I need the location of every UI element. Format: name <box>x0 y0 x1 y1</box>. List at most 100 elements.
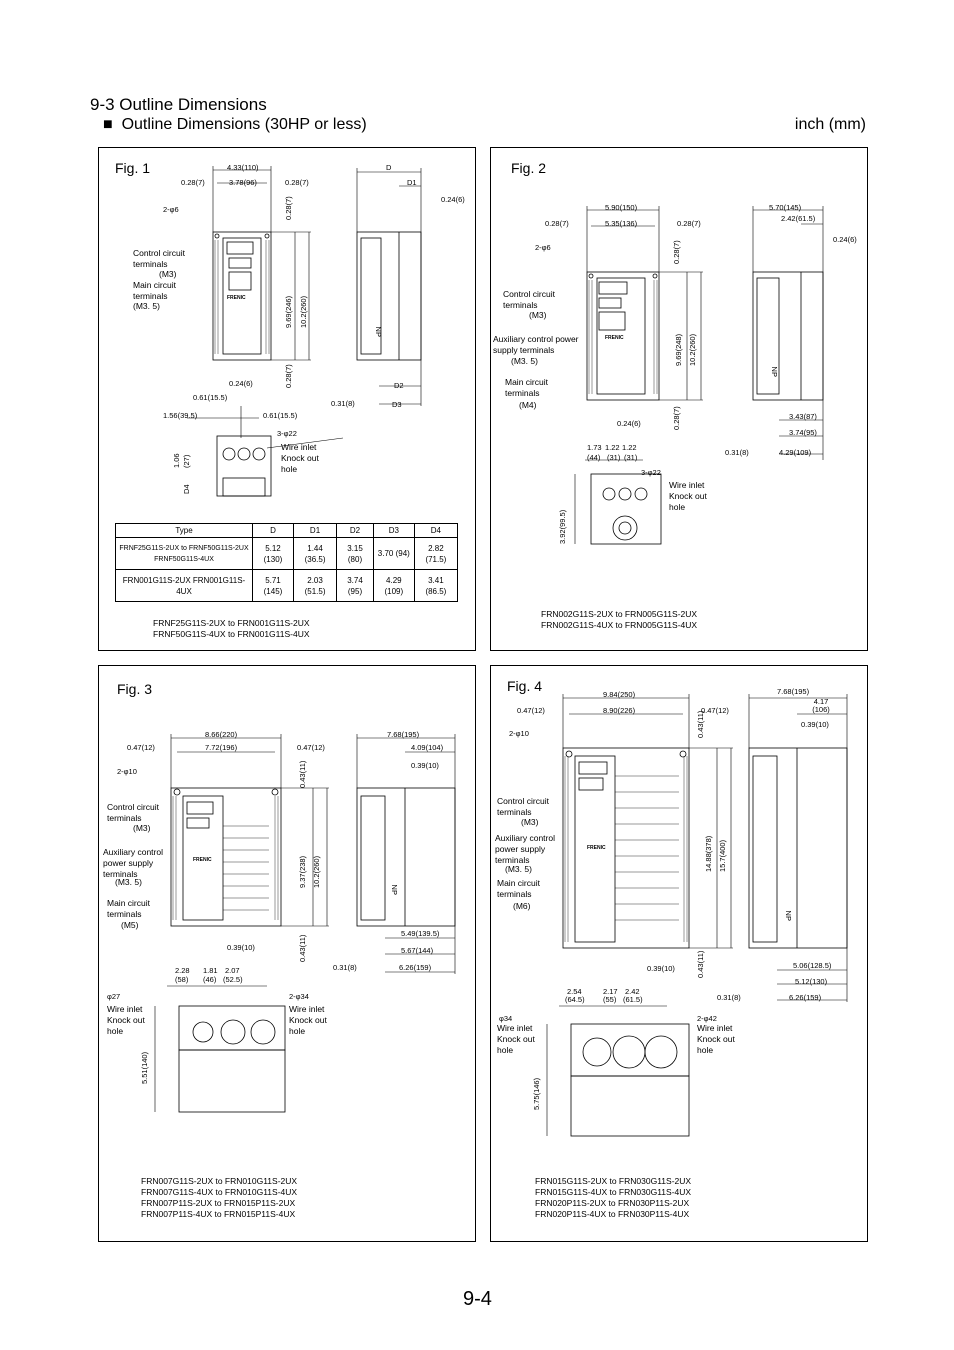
fig2-callout-main: Main circuit terminals <box>505 377 548 398</box>
table-header: Type <box>115 523 253 538</box>
fig3-dim-s-567: 5.67(144) <box>401 946 434 955</box>
fig2-label: Fig. 2 <box>511 160 547 176</box>
table-cell: FRN001G11S-2UX FRN001G11S-4UX <box>115 569 253 602</box>
table-header: D2 <box>336 523 374 538</box>
fig2-model-1: FRN002G11S-2UX to FRN005G11S-2UX <box>541 609 698 619</box>
fig1-label: Fig. 1 <box>115 160 151 176</box>
fig4-model-3: FRN020P11S-2UX to FRN030P11S-2UX <box>535 1198 690 1208</box>
fig3-callout-wire-r: Wire inlet Knock out hole <box>289 1004 327 1036</box>
fig4-model-1: FRN015G11S-2UX to FRN030G11S-2UX <box>535 1176 692 1186</box>
fig1-dim-b-27: (27) <box>182 454 191 468</box>
fig4-label: Fig. 4 <box>507 678 543 694</box>
fig4-panel: Fig. 4 9.84(250) <box>490 665 868 1242</box>
fig3-dim-h-bot: 0.43(11) <box>298 934 307 962</box>
fig1-dim-side-031: 0.31(8) <box>331 399 355 408</box>
fig2-bottom-body <box>590 473 662 545</box>
fig3-drawing <box>154 734 456 1113</box>
fig2-dim-b-31b: (31) <box>624 453 638 462</box>
fig2-dim-side-l: 0.28(7) <box>545 219 569 228</box>
table-cell: 3.74 (95) <box>336 569 374 602</box>
fig1-model-2: FRNF50G11S-4UX to FRN001G11S-4UX <box>153 629 310 639</box>
fig1-dim-h-top: 0.28(7) <box>284 196 293 220</box>
section-subtitle: ■ Outline Dimensions (30HP or less) <box>103 116 367 134</box>
fig3-dim-b-181: 1.81 <box>203 966 218 975</box>
table-header: D <box>252 523 294 538</box>
fig4-dim-w-inner: 8.90(226) <box>603 706 636 715</box>
fig3-dim-h-top: 0.43(11) <box>298 760 307 788</box>
fig1-dim-hole: 2-φ6 <box>163 205 179 214</box>
fig1-dim-b-061b: 0.61(15.5) <box>263 411 298 420</box>
fig2-np-label: NP <box>769 366 779 377</box>
fig2-dim-b-173: 1.73 <box>587 443 602 452</box>
fig1-dim-w-inner: 3.78(96) <box>229 178 257 187</box>
fig3-dim-b-228: 2.28 <box>175 966 190 975</box>
fig3-panel: Fig. 3 8.66(220) 0.47(1 <box>98 665 476 1242</box>
fig1-dim-b-106: 1.06 <box>172 453 181 468</box>
table-cell: 2.82 (71.5) <box>413 537 459 570</box>
fig3-dim-bot-off: 0.39(10) <box>227 943 255 952</box>
fig2-dim-b-hole: 3-φ22 <box>641 468 661 477</box>
fig3-dim-s-626: 6.26(159) <box>399 963 432 972</box>
table-header: D3 <box>372 523 415 538</box>
table-cell: 3.70 (94) <box>372 537 415 570</box>
fig3-dim-s-409: 4.09(104) <box>411 743 444 752</box>
fig2-panel: Fig. 2 5.90(150) 0.28(7) 5.35(136) 0.28(… <box>490 147 868 651</box>
fig2-dim-w-inner: 5.35(136) <box>605 219 638 228</box>
fig4-dim-bot-off: 0.39(10) <box>647 964 675 973</box>
fig3-dim-h-total: 10.2(260) <box>312 855 321 888</box>
fig3-dim-b-551: 5.51(140) <box>140 1051 149 1084</box>
unit-label: inch (mm) <box>794 116 866 133</box>
fig2-callout-wire: Wire inlet Knock out hole <box>669 480 707 512</box>
fig3-dim-b-h34: 2-φ34 <box>289 992 309 1001</box>
fig3-callout-aux: Auxiliary control power supply terminals <box>103 847 163 879</box>
fig4-callout-ctrl-m: (M3) <box>521 817 539 827</box>
fig2-drawing <box>574 206 824 545</box>
fig4-np-label: NP <box>783 910 793 921</box>
fig1-dimension-table: Type D D1 D2 D3 D4 FRNF25G11S-2UX to FRN… <box>115 523 459 602</box>
fig2-dim-side-r: 0.28(7) <box>677 219 701 228</box>
fig4-dim-b-645: (64.5) <box>565 995 585 1004</box>
fig4-dim-b-615: (61.5) <box>623 995 643 1004</box>
fig3-dim-b-52: (52.5) <box>223 975 243 984</box>
bullet-square-icon: ■ <box>103 116 113 133</box>
fig3-dim-side-l: 0.47(12) <box>127 743 155 752</box>
fig3-label: Fig. 3 <box>117 681 153 697</box>
fig1-panel: Fig. 1 4.33(1 <box>98 147 476 651</box>
fig1-dim-D: D <box>386 163 392 172</box>
fig3-dim-s-549: 5.49(139.5) <box>401 929 440 938</box>
fig3-side-body <box>356 787 456 927</box>
table-cell: 1.44 (36.5) <box>292 537 338 570</box>
fig3-callout-ctrl-m: (M3) <box>133 823 151 833</box>
fig4-dim-s-039: 0.39(10) <box>801 720 829 729</box>
fig1-dim-side-r: 0.28(7) <box>285 178 309 187</box>
fig4-dim-b-217: 2.17 <box>603 987 618 996</box>
fig3-dim-b-58: (58) <box>175 975 189 984</box>
fig1-dim-bot-off: 0.24(6) <box>229 379 253 388</box>
table-cell: 3.41 (86.5) <box>413 569 459 602</box>
fig3-model-2: FRN007G11S-4UX to FRN010G11S-4UX <box>141 1187 298 1197</box>
fig2-dim-b-31a: (31) <box>607 453 621 462</box>
fig2-dim-b-122b: 1.22 <box>622 443 637 452</box>
fig2-callout-main-m: (M4) <box>519 400 537 410</box>
fig4-dim-s-512: 5.12(130) <box>795 977 828 986</box>
fig3-dim-hole: 2-φ10 <box>117 767 137 776</box>
fig4-dim-b-575: 5.75(146) <box>532 1077 541 1110</box>
fig4-dim-s-total: 7.68(195) <box>777 687 810 696</box>
fig4-dim-b-254: 2.54 <box>567 987 582 996</box>
fig1-side-body <box>356 231 422 361</box>
fig3-model-3: FRN007P11S-2UX to FRN015P11S-2UX <box>141 1198 296 1208</box>
fig1-bottom-body <box>216 435 272 497</box>
table-cell: 5.71 (145) <box>252 569 294 602</box>
fig3-callout-wire-l: Wire inlet Knock out hole <box>107 1004 145 1036</box>
fig4-model-4: FRN020P11S-4UX to FRN030P11S-4UX <box>535 1209 690 1219</box>
fig2-dim-s-429: 4.29(109) <box>779 448 812 457</box>
fig2-callout-ctrl-m: (M3) <box>529 310 547 320</box>
fig1-dim-h-total: 10.2(260) <box>299 295 308 328</box>
table-cell: 5.12 (130) <box>252 537 294 570</box>
fig4-dim-h-total: 15.7(400) <box>718 839 727 872</box>
table-cell: 2.03 (51.5) <box>292 569 338 602</box>
fig4-brand-label: FRENIC <box>587 845 606 851</box>
fig1-dim-h-bot: 0.28(7) <box>284 364 293 388</box>
fig2-model-2: FRN002G11S-4UX to FRN005G11S-4UX <box>541 620 698 630</box>
fig1-dim-b-hole: 3-φ22 <box>277 429 297 438</box>
